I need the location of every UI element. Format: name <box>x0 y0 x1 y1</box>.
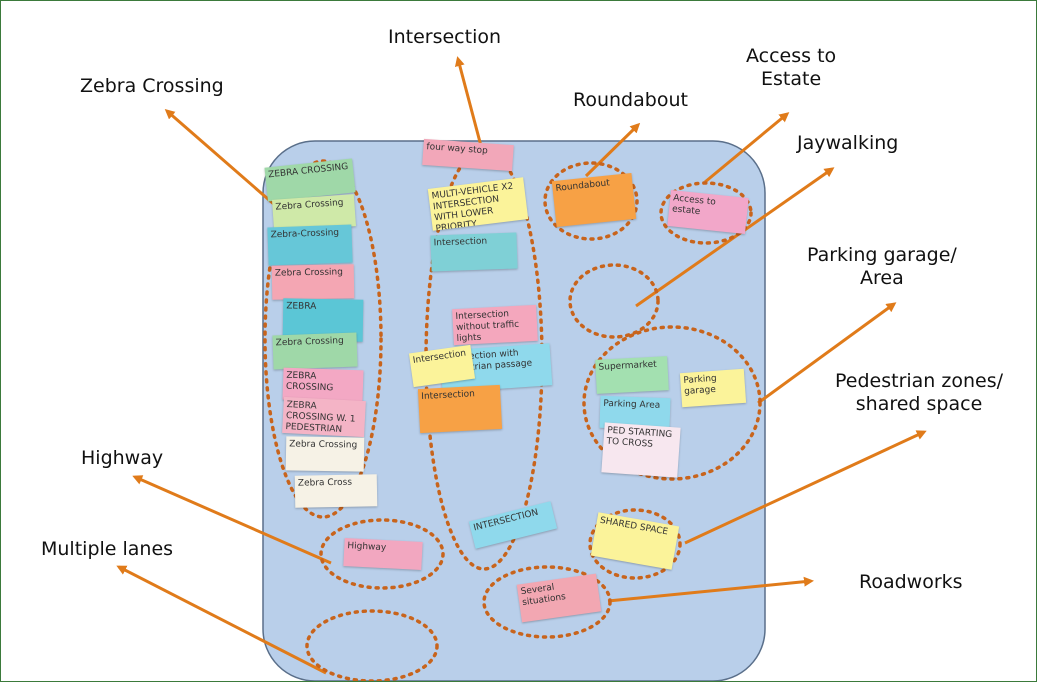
group-multiple-lanes <box>305 609 439 681</box>
arrow-highway <box>132 475 332 565</box>
label-pedestrian-zones: Pedestrian zones/ shared space <box>835 370 1003 416</box>
note-int-3: Intersection <box>430 232 518 272</box>
arrow-roadworks <box>607 576 814 603</box>
group-highway <box>319 518 445 590</box>
group-shared-space <box>588 508 682 580</box>
label-jaywalking: Jaywalking <box>797 132 899 154</box>
label-access-line1: Access to <box>746 45 837 67</box>
note-parking-3: Parking garage <box>679 368 747 408</box>
group-access <box>659 181 753 245</box>
arrow-intersection <box>454 56 483 147</box>
label-roadworks: Roadworks <box>859 571 963 593</box>
label-roundabout: Roundabout <box>573 89 688 111</box>
note-highway: Highway <box>343 537 423 571</box>
note-zebra-6: Zebra Crossing <box>272 332 358 370</box>
note-roundabout: Roundabout <box>551 172 637 228</box>
label-access-to-estate: Access to Estate <box>746 45 836 91</box>
note-parking-4: PED STARTING TO CROSS <box>601 422 681 478</box>
label-parking-line1: Parking garage/ <box>807 244 957 266</box>
arrow-access <box>704 112 790 184</box>
group-parking <box>582 325 762 481</box>
note-zebra-10: Zebra Cross <box>294 474 378 508</box>
group-roadworks <box>482 565 612 639</box>
label-highway: Highway <box>81 447 164 469</box>
note-int-7: Intersection <box>417 384 503 434</box>
label-parking-line2: Area <box>860 267 904 289</box>
arrow-pedestrian <box>684 430 927 545</box>
label-multiple-lanes: Multiple lanes <box>41 538 174 560</box>
note-parking-1: Supermarket <box>595 356 669 394</box>
arrow-roundabout <box>584 122 641 178</box>
note-zebra-9: Zebra Crossing <box>285 436 365 472</box>
note-zebra-8: ZEBRA CROSSING W. 1 PEDESTRIAN <box>282 396 366 438</box>
label-intersection: Intersection <box>388 26 502 48</box>
note-zebra-4: Zebra Crossing <box>271 264 355 300</box>
label-pedestrian-line1: Pedestrian zones/ <box>835 370 1004 392</box>
note-zebra-3: Zebra-Crossing <box>267 224 353 266</box>
note-int-4: Intersection without traffic lights <box>452 304 538 346</box>
label-zebra-crossing: Zebra Crossing <box>80 75 224 97</box>
arrow-zebra <box>164 109 277 208</box>
group-jaywalking <box>568 263 660 339</box>
label-access-line2: Estate <box>761 68 822 90</box>
arrow-parking <box>757 302 897 405</box>
label-parking: Parking garage/ Area <box>807 244 957 290</box>
group-roundabout <box>543 161 639 241</box>
arrow-multiple-lanes <box>116 565 327 675</box>
label-pedestrian-line2: shared space <box>855 393 983 415</box>
